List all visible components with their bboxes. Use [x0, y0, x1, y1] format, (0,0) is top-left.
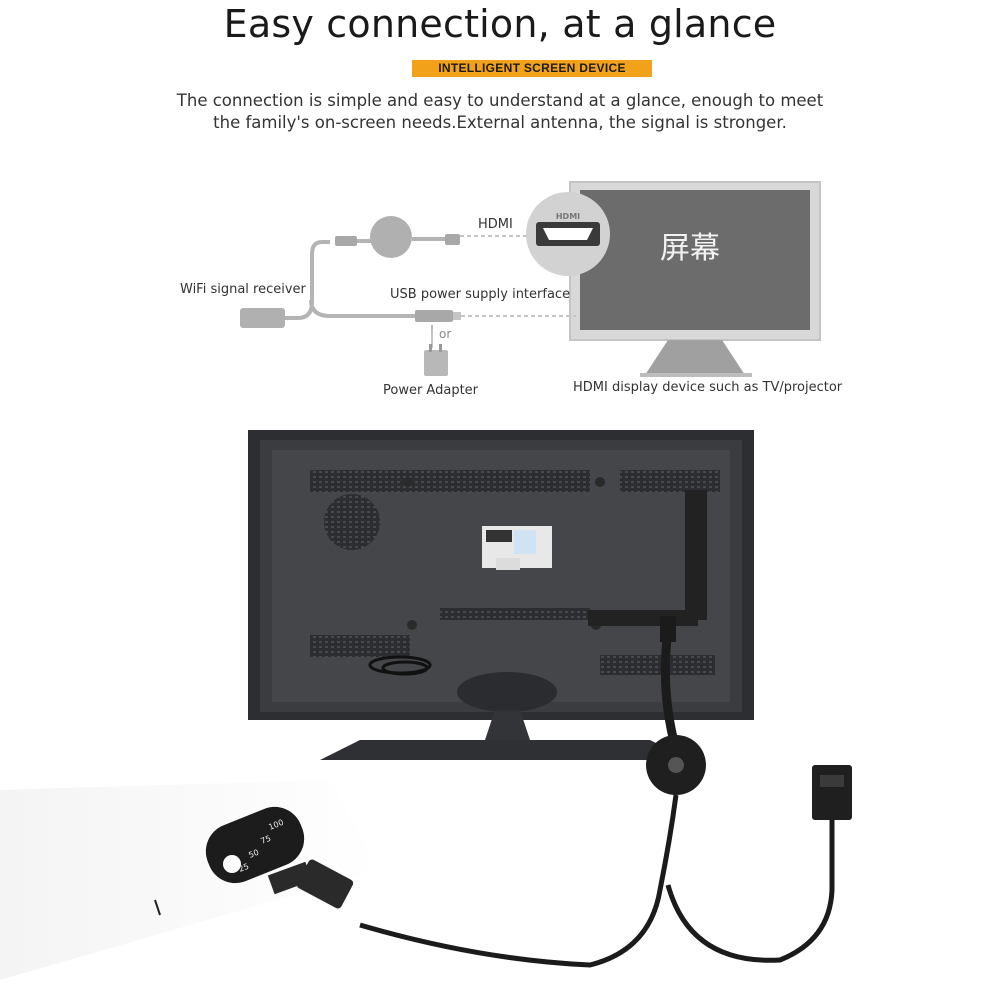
description: The connection is simple and easy to und… [100, 90, 900, 134]
feature-badge: INTELLIGENT SCREEN DEVICE [412, 60, 652, 77]
usb-receiver-plug-icon [240, 308, 285, 328]
power-level-25: 25 [237, 862, 250, 874]
or-label: or [439, 327, 452, 341]
display-device-label: HDMI display device such as TV/projector [573, 380, 843, 395]
monitor-illustration [569, 181, 821, 377]
power-bank-illustration [0, 780, 380, 980]
power-level-75: 75 [259, 834, 272, 846]
power-plug-icon [424, 344, 448, 376]
dongle-icon [285, 216, 461, 322]
hdmi-label: HDMI [478, 217, 513, 232]
screen-text: 屏幕 [660, 231, 720, 266]
page-title: Easy connection, at a glance [223, 2, 777, 46]
hdmi-port-icon [526, 192, 610, 276]
description-line-1: The connection is simple and easy to und… [176, 91, 824, 110]
usb-interface-label: USB power supply interface [390, 287, 571, 302]
hdmi-port-label: HDMI [556, 212, 580, 221]
wifi-receiver-label: WiFi signal receiver [180, 282, 306, 297]
power-level-50: 50 [247, 848, 260, 860]
tv-back-illustration [248, 430, 754, 760]
description-line-2: the family's on-screen needs.External an… [213, 113, 787, 132]
connection-diagram: 屏幕 HDMI [240, 181, 821, 377]
power-adapter-label: Power Adapter [383, 383, 479, 398]
product-photo: 100 75 50 25 [0, 430, 852, 980]
dongle-photo [296, 616, 852, 968]
